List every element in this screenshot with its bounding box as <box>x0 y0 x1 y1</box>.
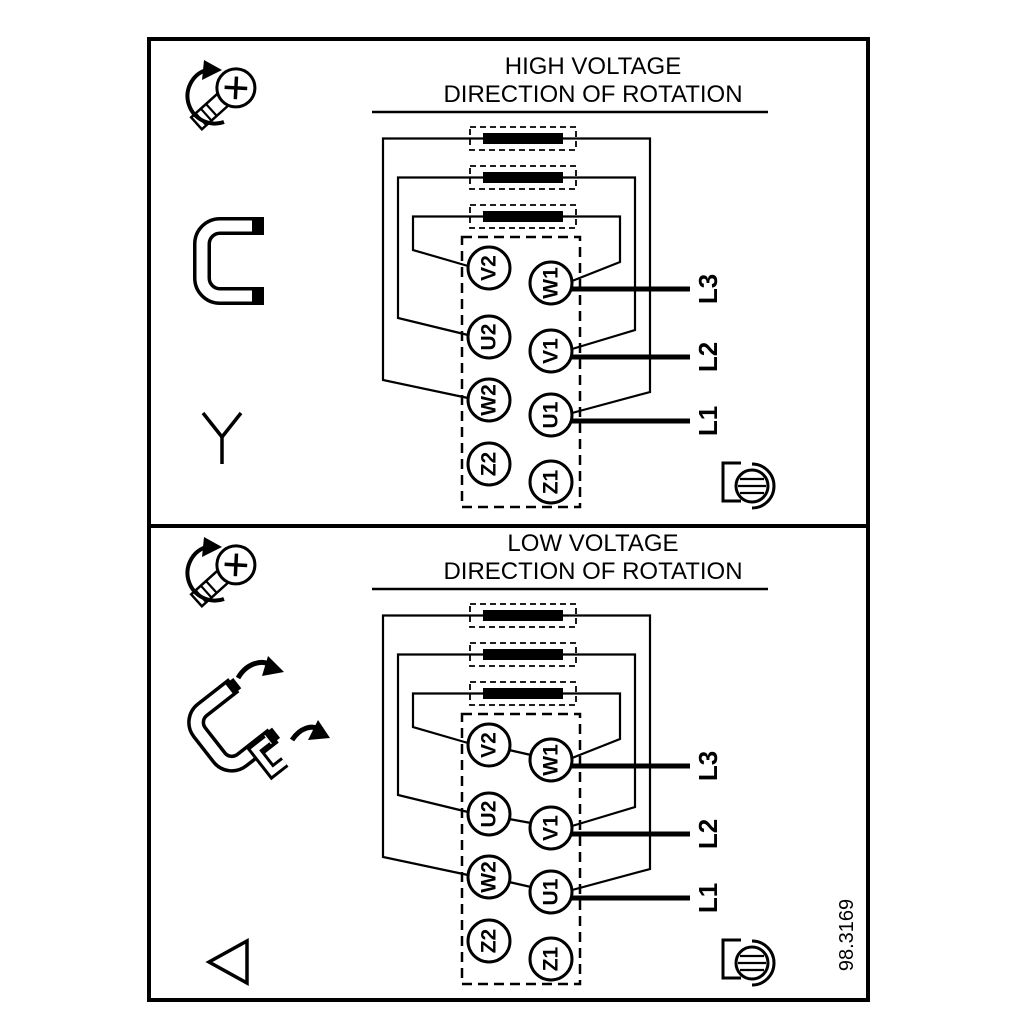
terminal-block-outline <box>460 712 582 986</box>
jumper-outline <box>469 642 577 667</box>
jumper-bars <box>469 603 577 706</box>
terminal-w2-label: W2 <box>478 384 501 416</box>
terminal-z2-label: Z2 <box>478 929 501 954</box>
jumper-outline <box>469 681 577 706</box>
delta-links <box>508 748 532 889</box>
jumper-bar <box>483 688 563 699</box>
terminal-z2-circle <box>466 918 512 964</box>
terminal-u1-circle <box>528 392 574 438</box>
move-arrowhead <box>262 656 284 676</box>
diagram-border <box>147 37 870 1002</box>
terminal-block-outline <box>460 235 582 509</box>
panel-title: HIGH VOLTAGE <box>505 53 681 80</box>
jumper-bars <box>469 126 577 229</box>
terminal-w2-label: W2 <box>478 861 501 893</box>
terminal-w1-label: W1 <box>540 744 563 776</box>
terminal-w2-circle <box>466 854 512 900</box>
supply-line-l3-label: L3 <box>693 274 723 304</box>
screw-rotation-icon <box>185 537 257 609</box>
terminal-v1-circle <box>528 805 574 851</box>
terminal-u1-label: U1 <box>540 878 563 905</box>
jumper-bar <box>483 211 563 222</box>
supply-line-l1-label: L1 <box>693 883 723 913</box>
terminal-screw-icon <box>721 461 776 510</box>
panel-subtitle: DIRECTION OF ROTATION <box>443 81 742 108</box>
supply-line-l2-label: L2 <box>693 819 723 849</box>
panel-high-voltage: HIGH VOLTAGE DIRECTION OF ROTATION L3 L2… <box>185 53 776 510</box>
terminal-z1-label: Z1 <box>540 946 563 971</box>
delta-link-v2-w1 <box>508 748 532 757</box>
supply-line-l3-label: L3 <box>693 751 723 781</box>
terminal-v2-label: V2 <box>478 255 501 281</box>
terminal-z2-label: Z2 <box>478 452 501 477</box>
terminal-u1-label: U1 <box>540 401 563 428</box>
terminal-u2-label: U2 <box>478 324 501 351</box>
terminal-v1-circle <box>528 328 574 374</box>
jumper-outline <box>469 126 577 151</box>
supply-lines: L3 L2 L1 <box>572 751 723 913</box>
terminal-w2-circle <box>466 377 512 423</box>
delta-link-u2-v1 <box>508 817 532 825</box>
terminal-block: V2 U2 W2 Z2 W1 V1 U1 Z1 <box>460 712 582 986</box>
terminal-z1-label: Z1 <box>540 469 563 494</box>
rotation-arrow <box>185 68 225 126</box>
bridge-jumpers-icon <box>187 656 330 781</box>
terminal-v2-circle <box>466 245 512 291</box>
rotation-arrowhead <box>202 60 222 80</box>
panel-low-voltage: LOW VOLTAGE DIRECTION OF ROTATION L3 L2 … <box>185 530 776 987</box>
terminal-screw-icon <box>721 938 776 987</box>
panel-subtitle: DIRECTION OF ROTATION <box>443 558 742 585</box>
delta-symbol <box>205 938 249 986</box>
jumper-outline <box>469 165 577 190</box>
delta-link-w2-u1 <box>508 880 532 889</box>
rotation-arrowhead <box>202 537 222 557</box>
terminal-z1-circle <box>528 459 574 505</box>
jumper-outline <box>469 603 577 628</box>
supply-line-l2-label: L2 <box>693 342 723 372</box>
terminal-block: V2 U2 W2 Z2 W1 V1 U1 Z1 <box>460 235 582 509</box>
terminal-w1-circle <box>528 737 574 783</box>
move-arrowhead <box>308 720 330 740</box>
jumper-outline <box>469 204 577 229</box>
terminal-z2-circle <box>466 441 512 487</box>
jumper-bar <box>483 649 563 660</box>
supply-line-l1-label: L1 <box>693 406 723 436</box>
terminal-v1-label: V1 <box>540 338 563 364</box>
jumper-bar <box>483 133 563 144</box>
panel-title: LOW VOLTAGE <box>507 530 678 557</box>
bridge-jumper-icon <box>193 217 264 305</box>
terminal-w1-label: W1 <box>540 267 563 299</box>
figure-number: 98.3169 <box>836 899 858 971</box>
supply-lines: L3 L2 L1 <box>572 274 723 436</box>
terminal-u2-label: U2 <box>478 801 501 828</box>
terminal-u2-circle <box>466 314 512 360</box>
star-symbol <box>201 411 243 464</box>
terminal-v2-circle <box>466 722 512 768</box>
jumper-bar <box>483 172 563 183</box>
rotation-arrow <box>185 545 225 603</box>
terminal-v1-label: V1 <box>540 815 563 841</box>
terminal-z1-circle <box>528 936 574 982</box>
terminal-v2-label: V2 <box>478 732 501 758</box>
terminal-u1-circle <box>528 869 574 915</box>
screw-rotation-icon <box>185 60 257 132</box>
terminal-w1-circle <box>528 260 574 306</box>
terminal-u2-circle <box>466 791 512 837</box>
jumper-bar <box>483 610 563 621</box>
